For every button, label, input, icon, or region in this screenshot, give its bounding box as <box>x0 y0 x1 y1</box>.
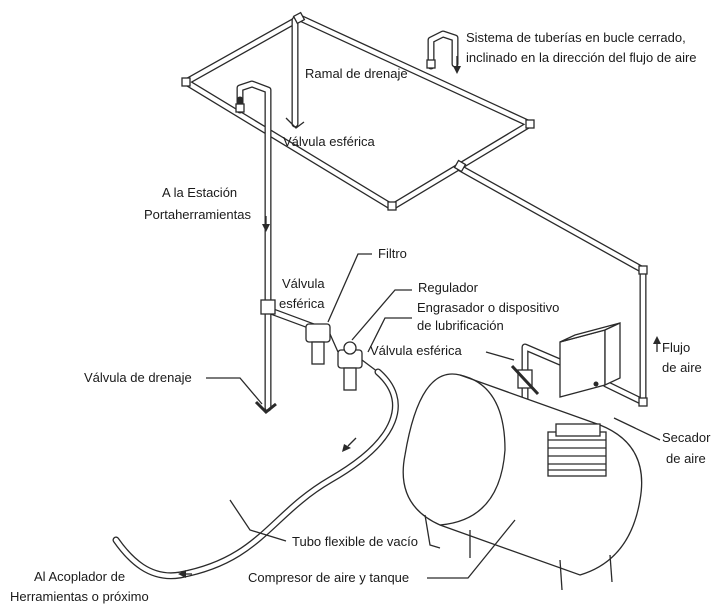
ramal-label: Ramal de drenaje <box>305 66 408 81</box>
regulator-knob <box>343 341 357 355</box>
frl-unit <box>305 323 379 391</box>
lubricator-label-line2: de lubrificación <box>417 318 504 333</box>
dryer-label-line1: Secador <box>662 430 711 445</box>
regulator-label: Regulador <box>418 280 479 295</box>
drop-leg-pipe <box>236 80 272 412</box>
loop-flow-arrow <box>453 66 461 74</box>
compressor-label: Compresor de aire y tanque <box>248 570 409 585</box>
station-label-line2: Portaherramientas <box>144 207 251 222</box>
ramal-drain-valve-handle <box>285 117 305 129</box>
system-label-line1: Sistema de tuberías en bucle cerrado, <box>466 30 686 45</box>
valve-mid-label-line2: esférica <box>279 296 325 311</box>
lubricator-bowl <box>343 367 357 391</box>
hose-flow-arrow <box>342 444 351 452</box>
drain-valve-label: Válvula de drenaje <box>84 370 192 385</box>
air-dryer <box>559 321 621 398</box>
valve-top-label: Válvula esférica <box>283 134 376 149</box>
coupler-label-line2: Herramientas o próximo <box>10 589 149 604</box>
mid-ball-valve <box>260 299 276 315</box>
leader-lines <box>178 56 661 579</box>
outlet-flow-arrow <box>178 570 186 578</box>
dryer-label-line2: de aire <box>666 451 706 466</box>
filter-body <box>305 323 331 343</box>
station-label-line1: A la Estación <box>162 185 237 200</box>
supply-pipe <box>456 164 647 406</box>
air-tank <box>402 373 643 591</box>
filter-bowl <box>311 341 325 365</box>
labels: Sistema de tuberías en bucle cerrado, in… <box>10 30 711 604</box>
filter-label: Filtro <box>378 246 407 261</box>
right-ball-valve-handle <box>510 364 540 396</box>
system-label-line2: inclinado en la dirección del flujo de a… <box>466 50 697 65</box>
coupler-label-line1: Al Acoplador de <box>34 569 125 584</box>
up-flow-arrow <box>653 336 661 344</box>
gooseneck-riser-pipe <box>427 30 459 70</box>
compressor-motor <box>547 423 607 477</box>
flow-label-line1: Flujo <box>662 340 690 355</box>
hose-label: Tubo flexible de vacío <box>292 534 418 549</box>
valve-right-label: Válvula esférica <box>370 343 463 358</box>
flow-label-line2: de aire <box>662 360 702 375</box>
lubricator-label-line1: Engrasador o dispositivo <box>417 300 559 315</box>
valve-mid-label-line1: Válvula <box>282 276 325 291</box>
vacuum-hose <box>112 368 399 580</box>
drain-valve-handle <box>254 400 277 415</box>
